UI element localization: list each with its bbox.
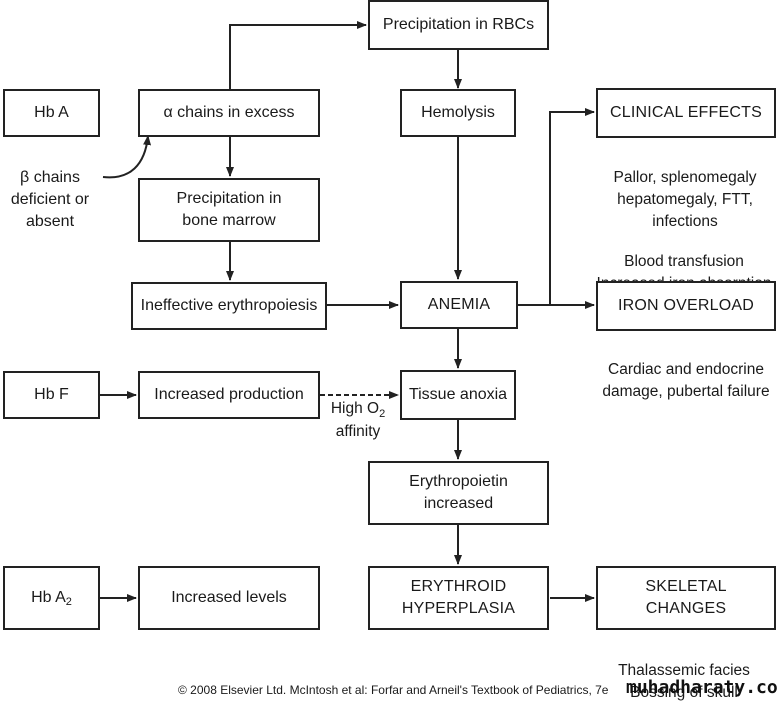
skeletal-detail-text: Thalassemic facies Bossing of skull: [618, 662, 750, 701]
increased-levels-label: Increased levels: [171, 589, 287, 606]
hemolysis-box: Hemolysis: [400, 89, 516, 137]
increased-levels-box: Increased levels: [138, 566, 320, 630]
erythropoietin-box: Erythropoietin increased: [368, 461, 549, 525]
high-o2-label: High O: [330, 400, 380, 417]
copyright-credit: © 2008 Elsevier Ltd. McIntosh et al: For…: [178, 683, 609, 697]
precipitation-rbcs-label: Precipitation in RBCs: [382, 16, 535, 33]
brand-watermark: muhadharaty.com: [626, 677, 778, 698]
erythroid-hyperplasia-box: ERYTHROID HYPERPLASIA: [368, 566, 549, 630]
hb-a2-subscript: 2: [65, 596, 72, 608]
tissue-anoxia-box: Tissue anoxia: [400, 370, 516, 420]
clinical-effects-detail: Pallor, splenomegaly hepatomegaly, FTT, …: [590, 145, 778, 233]
ineffective-erythropoiesis-label: Ineffective erythropoiesis: [140, 297, 318, 314]
hb-a-box: Hb A: [3, 89, 100, 137]
erythroid-hyperplasia-label: ERYTHROID HYPERPLASIA: [401, 578, 516, 617]
tissue-anoxia-label: Tissue anoxia: [408, 386, 508, 403]
hb-a2-label: Hb A: [31, 589, 66, 606]
alpha-chains-excess-label: α chains in excess: [163, 104, 295, 121]
precipitation-marrow-label: Precipitation in bone marrow: [176, 190, 282, 229]
clinical-effects-box: CLINICAL EFFECTS: [596, 88, 776, 138]
skeletal-changes-label: SKELETAL CHANGES: [645, 578, 727, 617]
erythropoietin-label: Erythropoietin increased: [409, 473, 508, 512]
skeletal-changes-box: SKELETAL CHANGES: [596, 566, 776, 630]
hb-f-label: Hb F: [34, 386, 69, 403]
increased-production-box: Increased production: [138, 371, 320, 419]
anemia-box: ANEMIA: [400, 281, 518, 329]
iron-overload-label: IRON OVERLOAD: [618, 297, 754, 314]
ineffective-erythropoiesis-box: Ineffective erythropoiesis: [131, 282, 327, 330]
iron-overload-detail: Cardiac and endocrine damage, pubertal f…: [592, 337, 778, 403]
hb-a-label: Hb A: [34, 104, 69, 121]
affinity-label: affinity: [335, 423, 381, 440]
anemia-label: ANEMIA: [427, 296, 491, 313]
arrow-alpha-to-precip-rbc: [229, 21, 367, 89]
arrow-anemia-to-clinical: [518, 108, 595, 306]
hb-f-box: Hb F: [3, 371, 100, 419]
high-o2-line: High O2: [318, 398, 398, 421]
precipitation-rbcs-box: Precipitation in RBCs: [368, 0, 549, 50]
increased-production-label: Increased production: [154, 386, 304, 403]
clinical-effects-detail-text: Pallor, splenomegaly hepatomegaly, FTT, …: [613, 169, 757, 230]
iron-overload-box: IRON OVERLOAD: [596, 281, 776, 331]
beta-chains-deficient-note: β chains deficient or absent: [0, 145, 100, 233]
beta-chains-deficient-label: β chains deficient or absent: [10, 169, 90, 230]
clinical-effects-label: CLINICAL EFFECTS: [610, 104, 762, 121]
precipitation-marrow-box: Precipitation in bone marrow: [138, 178, 320, 242]
arrow-beta-to-alpha: [102, 135, 152, 179]
hemolysis-label: Hemolysis: [421, 104, 495, 121]
high-o2-affinity-note: High O2 affinity: [318, 398, 398, 443]
high-o2-subscript: 2: [379, 408, 386, 420]
skeletal-detail: Thalassemic facies Bossing of skull: [590, 638, 778, 704]
iron-overload-detail-text: Cardiac and endocrine damage, pubertal f…: [602, 361, 770, 400]
alpha-chains-excess-box: α chains in excess: [138, 89, 320, 137]
